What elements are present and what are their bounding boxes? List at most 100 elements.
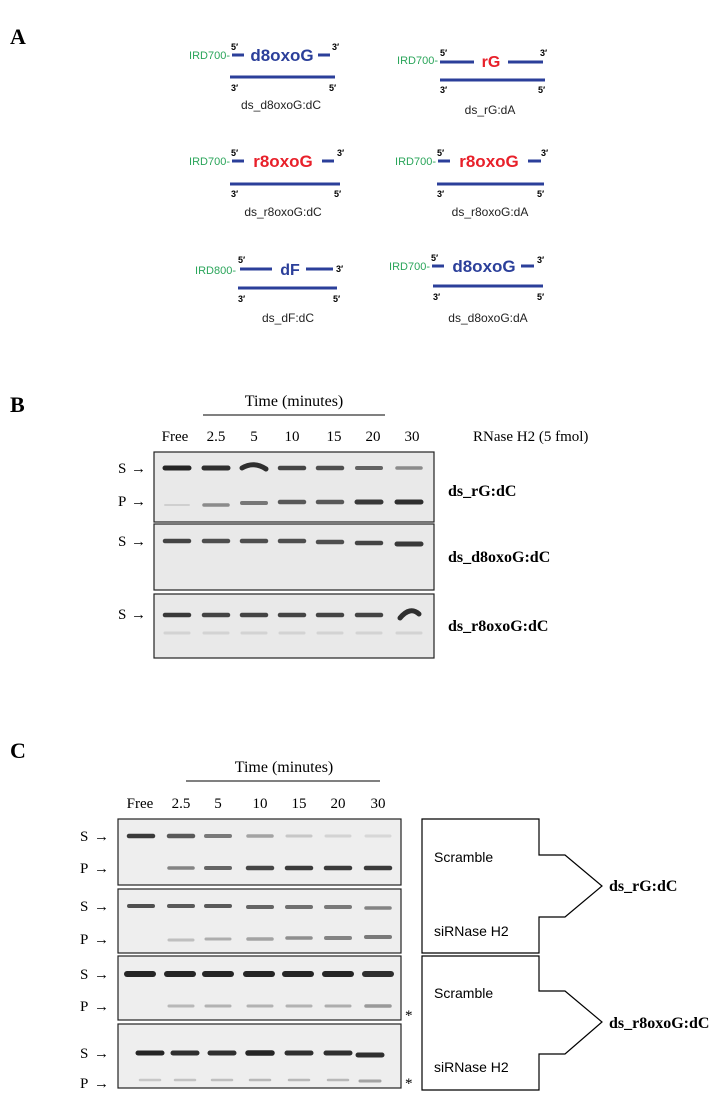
band-marker-s: S: [118, 534, 126, 550]
arrow-icon: →: [94, 932, 109, 948]
band-marker-s: S: [80, 829, 88, 845]
construct-dye: IRD700-: [189, 156, 230, 168]
three-prime-label: 3′: [231, 189, 238, 199]
band-marker-s: S: [80, 899, 88, 915]
construct-dye: IRD700-: [397, 55, 438, 67]
arrow-icon: →: [94, 1076, 109, 1092]
product-bands: [164, 499, 424, 507]
band-marker-p: P: [80, 999, 88, 1015]
five-prime-label: 5′: [538, 85, 545, 95]
substrate-bands: [162, 608, 422, 621]
panel-b-letter: B: [10, 392, 25, 417]
construct-2: IRD700- 5′ rG 3′ 3′ 5′ ds_rG:dA: [397, 48, 547, 117]
three-prime-label: 3′: [337, 148, 344, 158]
five-prime-label: 5′: [537, 292, 544, 302]
band-marker-p: P: [80, 861, 88, 877]
modification-label: r8oxoG: [459, 152, 519, 171]
gel-substrate-name: ds_d8oxoG:dC: [448, 549, 550, 566]
construct-dye: IRD700-: [395, 156, 436, 168]
construct-5: IRD800- 5′ dF 3′ 3′ 5′ ds_dF:dC: [195, 255, 343, 325]
gel-substrate-name: ds_rG:dC: [448, 483, 516, 500]
band-marker-s: S: [80, 1046, 88, 1062]
three-prime-label: 3′: [332, 42, 339, 52]
three-prime-label: 3′: [336, 264, 343, 274]
lane-label: Free: [127, 796, 154, 812]
band-marker-p: P: [118, 494, 126, 510]
construct-name: ds_rG:dA: [465, 103, 516, 117]
group-substrate-name: ds_rG:dC: [609, 878, 677, 895]
band-marker-s: S: [80, 967, 88, 983]
arrow-icon: →: [94, 999, 109, 1015]
three-prime-label: 3′: [537, 255, 544, 265]
arrow-icon: →: [94, 967, 109, 983]
product-bands: [167, 935, 392, 942]
five-prime-label: 5′: [329, 83, 336, 93]
construct-dye: IRD800-: [195, 265, 236, 277]
three-prime-label: 3′: [540, 48, 547, 58]
substrate-bands: [135, 1050, 385, 1058]
three-prime-label: 3′: [541, 148, 548, 158]
construct-name: ds_r8oxoG:dC: [244, 205, 322, 219]
modification-label: r8oxoG: [253, 152, 313, 171]
arrow-icon: →: [94, 829, 109, 845]
gel-image: [153, 593, 435, 659]
gel-b1: S → P → ds_rG:dC: [118, 451, 516, 523]
lane-label: 20: [366, 429, 381, 445]
group-arrow-r8oxog: Scramble siRNase H2 ds_r8oxoG:dC: [421, 955, 709, 1091]
block-arrow-icon: [421, 955, 603, 1091]
five-prime-label: 5′: [334, 189, 341, 199]
substrate-bands: [162, 538, 424, 547]
arrow-icon: →: [131, 534, 146, 550]
group-arrow-rg: Scramble siRNase H2 ds_rG:dC: [421, 818, 677, 954]
lane-label: 10: [253, 796, 268, 812]
panel-c-letter: C: [10, 738, 26, 763]
construct-6: IRD700- 5′ d8oxoG 3′ 3′ 5′ ds_d8oxoG:dA: [389, 253, 544, 325]
gel-image: [117, 1023, 402, 1089]
asterisk: *: [405, 1008, 413, 1024]
lane-label: 10: [285, 429, 300, 445]
gel-image: [153, 523, 435, 591]
arrow-icon: →: [131, 607, 146, 623]
arrow-icon: →: [94, 899, 109, 915]
five-prime-label: 5′: [440, 48, 447, 58]
band-marker-p: P: [80, 932, 88, 948]
group-bottom-label: siRNase H2: [434, 1059, 509, 1075]
panel-b-lane-labels: Free 2.5 5 10 15 20 30: [162, 429, 420, 445]
construct-3: IRD700- 5′ r8oxoG 3′ 3′ 5′ ds_r8oxoG:dC: [189, 148, 344, 219]
time-label: Time (minutes): [235, 759, 334, 776]
three-prime-label: 3′: [433, 292, 440, 302]
gel-image: [117, 955, 402, 1021]
five-prime-label: 5′: [238, 255, 245, 265]
band-marker-p: P: [80, 1076, 88, 1092]
block-arrow-icon: [421, 818, 603, 954]
lane-label: 30: [371, 796, 386, 812]
five-prime-label: 5′: [333, 294, 340, 304]
substrate-bands: [127, 904, 392, 910]
three-prime-label: 3′: [231, 83, 238, 93]
group-bottom-label: siRNase H2: [434, 923, 509, 939]
five-prime-label: 5′: [431, 253, 438, 263]
gel-c4: S → P → *: [80, 1023, 413, 1092]
lane-label: 15: [292, 796, 307, 812]
arrow-icon: →: [94, 1046, 109, 1062]
band-marker-s: S: [118, 461, 126, 477]
arrow-icon: →: [131, 461, 146, 477]
band-marker-s: S: [118, 607, 126, 623]
gel-image: [117, 818, 402, 886]
asterisk: *: [405, 1076, 413, 1092]
group-top-label: Scramble: [434, 985, 493, 1001]
arrow-icon: →: [131, 494, 146, 510]
construct-1: IRD700- 5′ d8oxoG 3′ 3′ 5′ ds_d8oxoG:dC: [189, 42, 339, 112]
three-prime-label: 3′: [440, 85, 447, 95]
five-prime-label: 5′: [231, 42, 238, 52]
gel-b2: S → ds_d8oxoG:dC: [118, 523, 550, 591]
lane-label: 15: [327, 429, 342, 445]
group-top-label: Scramble: [434, 849, 493, 865]
construct-name: ds_d8oxoG:dC: [241, 98, 321, 112]
modification-label: d8oxoG: [250, 46, 313, 65]
gel-c1: S → P →: [80, 818, 402, 886]
lane-label: 20: [331, 796, 346, 812]
modification-label: d8oxoG: [452, 257, 515, 276]
enzyme-label: RNase H2 (5 fmol): [473, 429, 588, 445]
